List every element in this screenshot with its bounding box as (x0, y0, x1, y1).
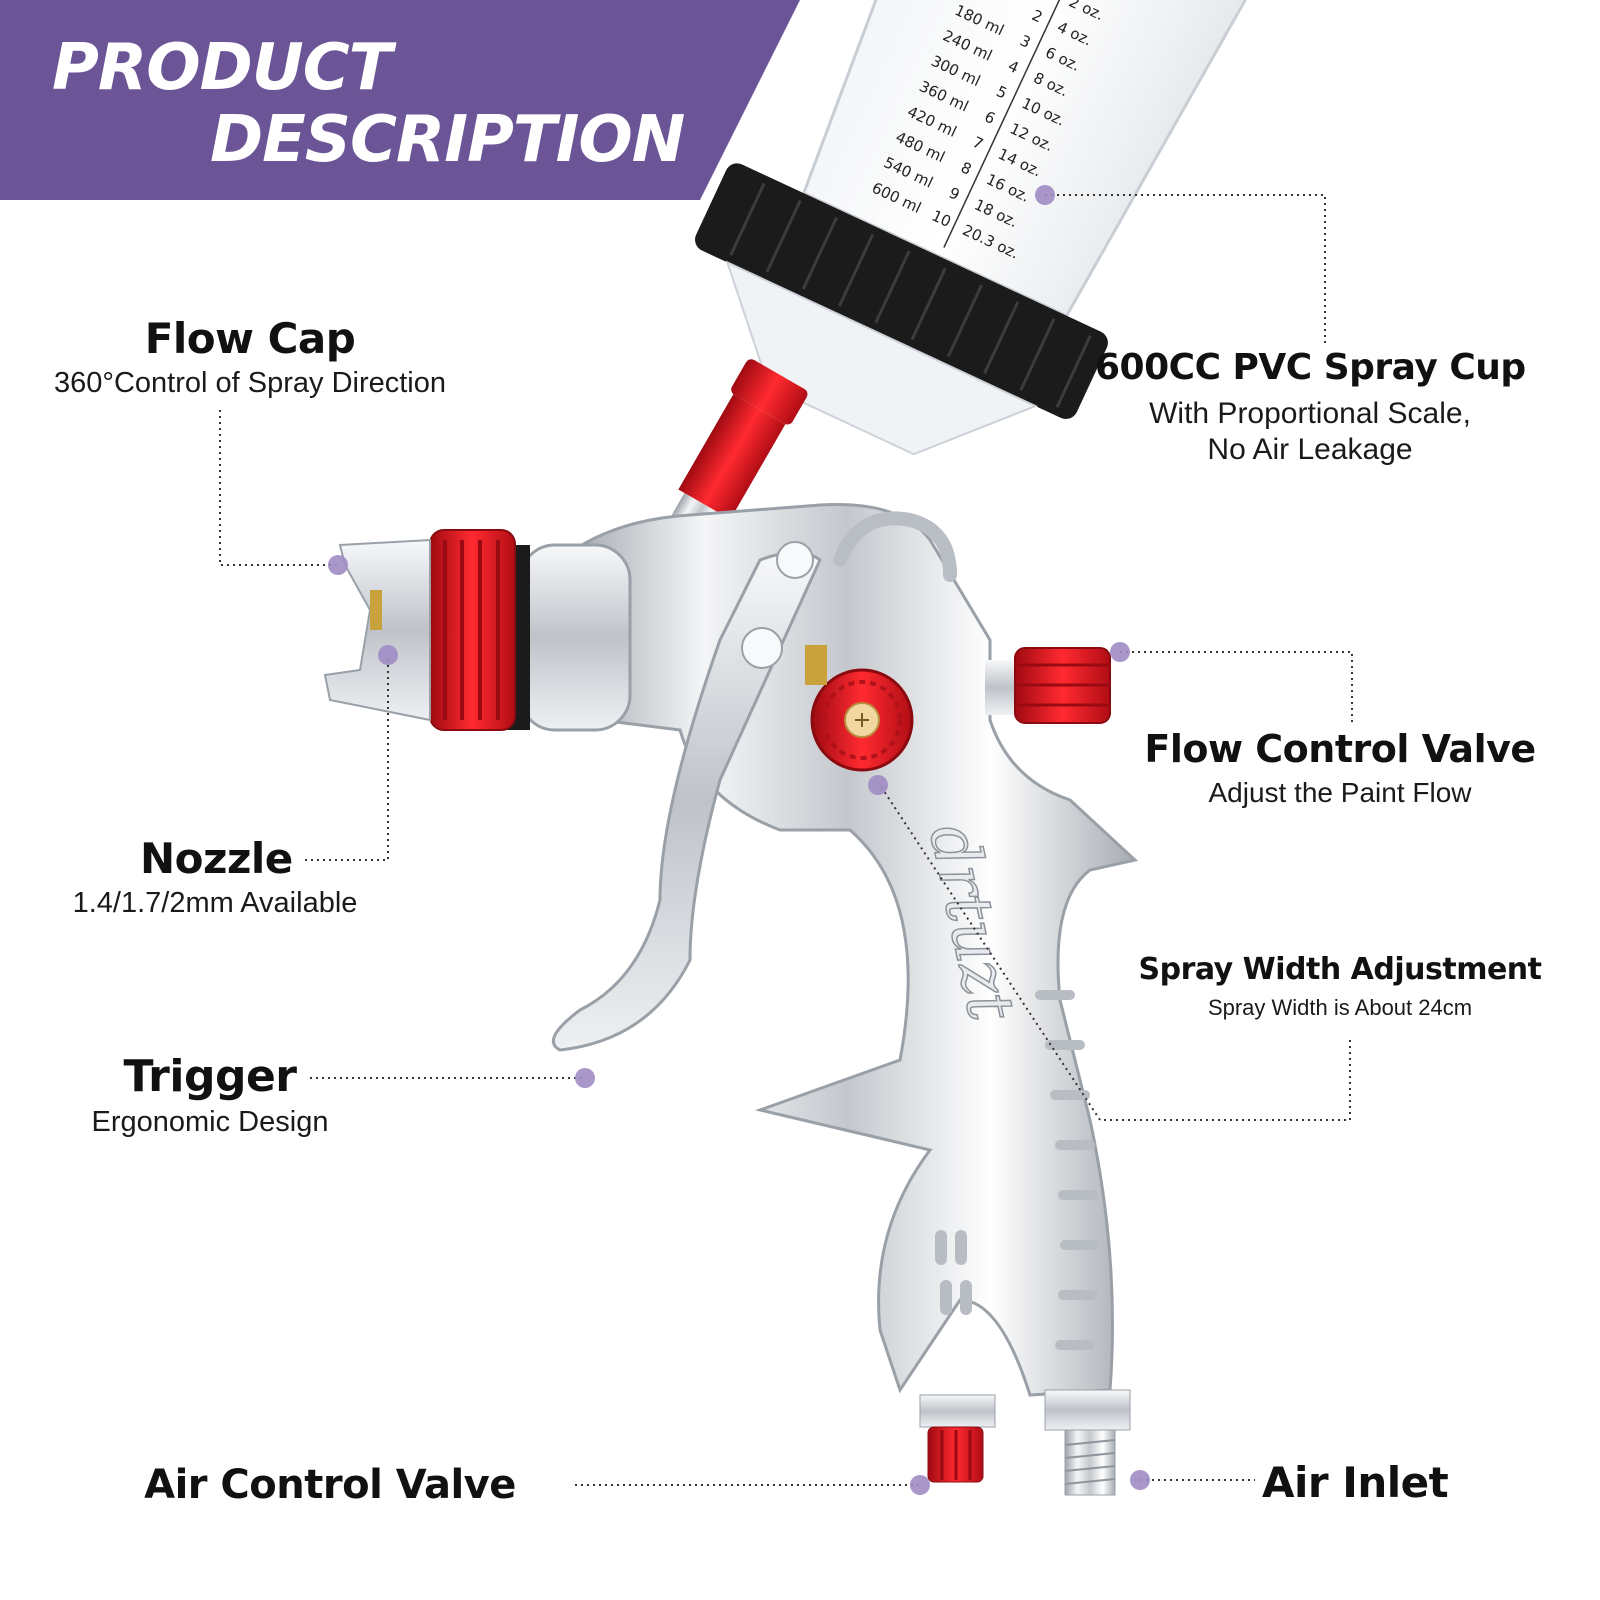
spray-cup: 2 oz. 4 oz. 6 oz. 8 oz. 10 oz. 12 oz. 14… (695, 0, 1257, 456)
callout-subtitle: With Proportional Scale, (1149, 397, 1471, 430)
header-banner: PRODUCT DESCRIPTION (0, 0, 800, 200)
dot-flow-valve (1110, 642, 1130, 662)
callout-title: Trigger (123, 1051, 298, 1102)
callout-spray-cup: 600CC PVC Spray Cup With Proportional Sc… (1095, 347, 1526, 468)
callout-title: Spray Width Adjustment (1138, 952, 1542, 987)
callout-title: Nozzle (140, 834, 293, 883)
cup-scale-marks (943, 0, 1063, 248)
banner-title-line1: PRODUCT (52, 31, 392, 105)
flow-control-knob (985, 647, 1111, 724)
callout-title: 600CC PVC Spray Cup (1095, 347, 1526, 388)
callout-subtitle-2: No Air Leakage (1207, 433, 1413, 466)
callout-title: Flow Cap (144, 314, 356, 363)
callout-spray-width: Spray Width Adjustment Spray Width is Ab… (1130, 955, 1550, 1021)
gun-hook (833, 511, 957, 582)
dot-air-inlet (1130, 1470, 1150, 1490)
trigger-lever (551, 551, 822, 1052)
callout-nozzle: Nozzle 1.4/1.7/2mm Available (50, 838, 380, 921)
cup-lid-ring (695, 163, 1108, 420)
callout-air-control: Air Control Valve (140, 1465, 520, 1505)
air-inlet-part (1044, 1389, 1131, 1496)
handle-grip-ridges (935, 990, 1100, 1350)
dot-spray-width (868, 775, 888, 795)
dot-flow-cap (328, 555, 348, 575)
callout-air-inlet: Air Inlet (1262, 1458, 1449, 1507)
callout-flow-valve: Flow Control Valve Adjust the Paint Flow (1140, 730, 1540, 810)
air-control-valve-part (919, 1394, 996, 1483)
callout-flow-cap: Flow Cap 360°Control of Spray Direction (30, 318, 470, 401)
needle-brass (805, 645, 827, 685)
callout-subtitle: 1.4/1.7/2mm Available (72, 887, 358, 919)
banner-title-line2: DESCRIPTION (210, 103, 685, 177)
callout-subtitle: 360°Control of Spray Direction (53, 367, 446, 399)
callout-title: Flow Control Valve (1144, 727, 1536, 771)
callout-subtitle: Adjust the Paint Flow (1208, 777, 1472, 808)
gun-head (518, 543, 632, 732)
callout-trigger: Trigger Ergonomic Design (70, 1055, 350, 1140)
cup-lid-ridges (729, 182, 1092, 408)
dot-nozzle (378, 645, 398, 665)
dot-spray-cup (1035, 185, 1055, 205)
flow-cap-ring (429, 529, 516, 731)
callout-dots (328, 185, 1150, 1495)
callout-subtitle: Ergonomic Design (91, 1106, 329, 1138)
callout-subtitle: Spray Width is About 24cm (1207, 995, 1473, 1020)
callout-title: Air Control Valve (144, 1462, 516, 1508)
leader-lines (219, 194, 1353, 1486)
spray-width-knob (810, 668, 914, 772)
dot-air-control (910, 1475, 930, 1495)
cup-funnel (725, 260, 1039, 456)
callout-title: Air Inlet (1262, 1458, 1449, 1507)
dot-trigger (575, 1068, 595, 1088)
